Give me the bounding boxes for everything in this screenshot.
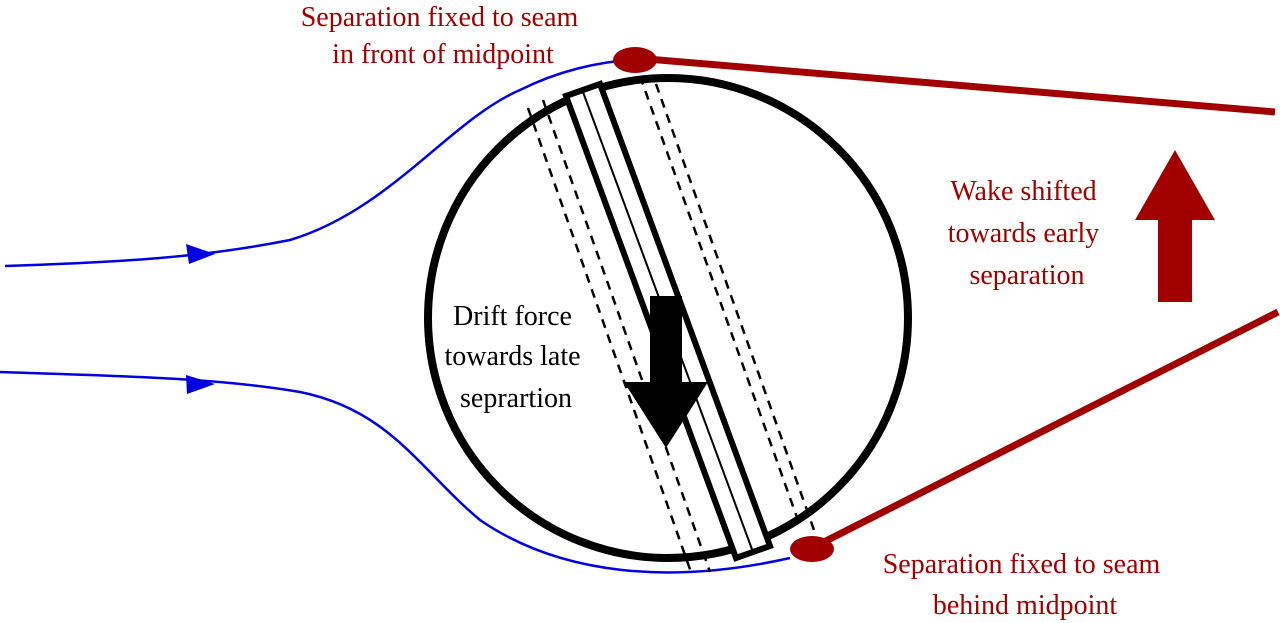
bottom-separation-point — [790, 536, 834, 562]
upper-wake-line — [634, 54, 1276, 116]
cricket-ball — [424, 74, 912, 562]
lower-wake-line — [810, 308, 1280, 552]
seam-stitches — [526, 75, 816, 576]
drift-force-label: Drift force towards late seprartion — [444, 301, 587, 414]
top-separation-point — [613, 47, 657, 73]
wake-shift-arrow-icon — [1135, 150, 1215, 302]
drift-force-arrow-icon — [624, 296, 708, 448]
upper-streamline — [4, 58, 631, 268]
bottom-separation-label: Separation fixed to seam behind midpoint — [883, 549, 1168, 621]
top-separation-label: Separation fixed to seam in front of mid… — [301, 2, 586, 70]
lower-streamline — [0, 370, 791, 574]
upper-streamline-arrow-icon — [186, 244, 215, 264]
lower-streamline-arrow-icon — [186, 375, 215, 394]
wake-shift-label: Wake shifted towards early separation — [948, 176, 1107, 291]
